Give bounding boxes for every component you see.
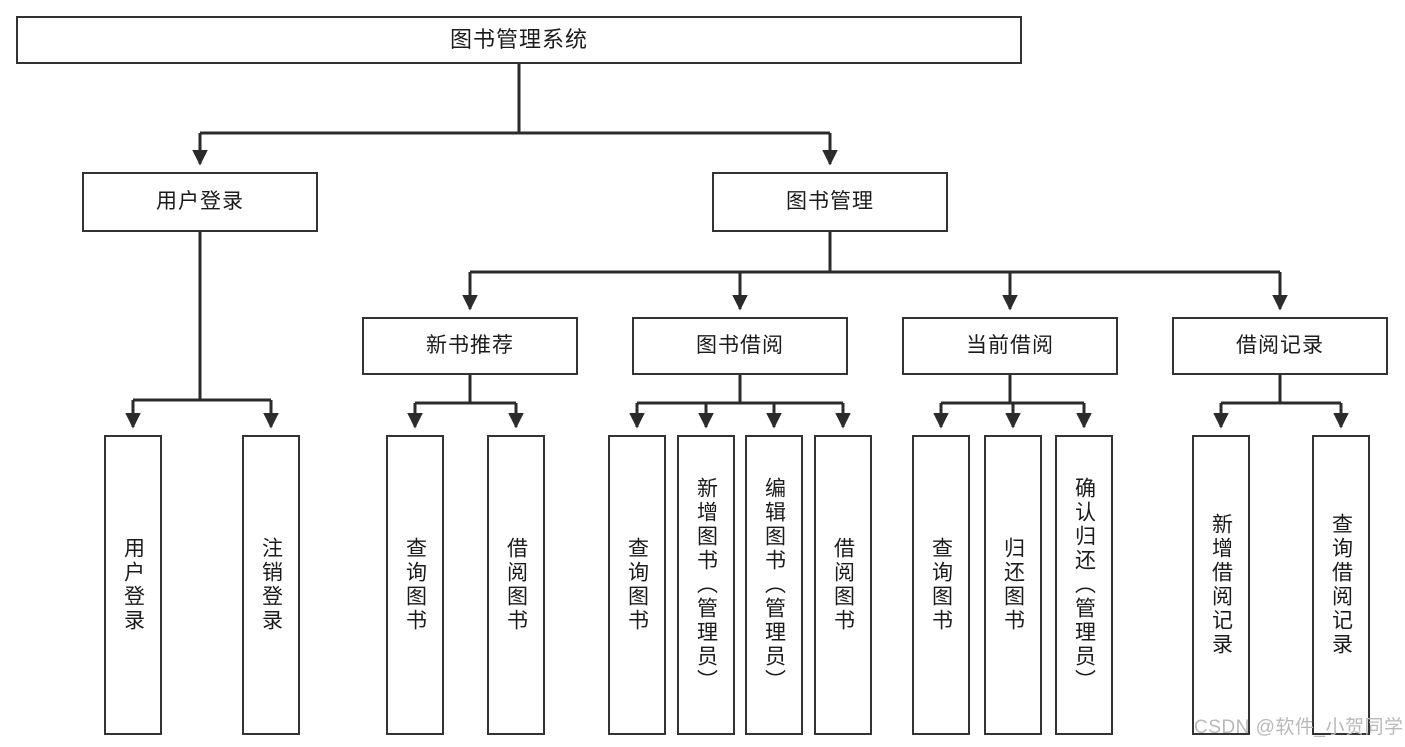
node-user-login-label: 用户登录 [156,189,244,213]
node-leaf-logout[interactable]: 注销登录 [242,435,300,735]
node-leaf-query-book-recommend-label: 查询图书 [403,537,427,633]
node-book-manage[interactable]: 图书管理 [712,172,948,232]
node-leaf-confirm-return-label: 确认归还（管理员） [1072,477,1096,693]
node-borrow-record-label: 借阅记录 [1236,333,1324,357]
node-current-borrow-label: 当前借阅 [966,333,1054,357]
node-leaf-borrow-book[interactable]: 借阅图书 [814,435,872,735]
node-leaf-query-book-recommend[interactable]: 查询图书 [386,435,444,735]
node-leaf-edit-book-label: 编辑图书（管理员） [762,477,786,693]
node-book-manage-label: 图书管理 [786,189,874,213]
node-book-borrow-label: 图书借阅 [696,333,784,357]
node-leaf-borrow-book-label: 借阅图书 [831,537,855,633]
node-leaf-confirm-return[interactable]: 确认归还（管理员） [1055,435,1113,735]
node-borrow-record[interactable]: 借阅记录 [1172,317,1388,375]
node-leaf-edit-book[interactable]: 编辑图书（管理员） [745,435,803,735]
node-leaf-return-book[interactable]: 归还图书 [984,435,1042,735]
node-new-book-recommend[interactable]: 新书推荐 [362,317,578,375]
node-root[interactable]: 图书管理系统 [16,16,1022,64]
node-new-book-recommend-label: 新书推荐 [426,333,514,357]
node-leaf-borrow-book-recommend[interactable]: 借阅图书 [487,435,545,735]
node-leaf-add-borrow-record[interactable]: 新增借阅记录 [1192,435,1250,735]
node-root-label: 图书管理系统 [449,27,588,53]
node-current-borrow[interactable]: 当前借阅 [902,317,1118,375]
node-leaf-query-book-current[interactable]: 查询图书 [912,435,970,735]
node-leaf-logout-label: 注销登录 [259,537,283,633]
node-leaf-add-book-label: 新增图书（管理员） [694,477,718,693]
node-leaf-user-login[interactable]: 用户登录 [104,435,162,735]
node-leaf-query-book-borrow-label: 查询图书 [625,537,649,633]
watermark: CSDN @软件_小贺同学 [1194,717,1404,738]
node-leaf-query-book-current-label: 查询图书 [929,537,953,633]
node-leaf-add-borrow-record-label: 新增借阅记录 [1209,513,1233,657]
node-leaf-query-borrow-record-label: 查询借阅记录 [1329,513,1353,657]
node-leaf-add-book[interactable]: 新增图书（管理员） [677,435,735,735]
node-leaf-borrow-book-recommend-label: 借阅图书 [504,537,528,633]
node-book-borrow[interactable]: 图书借阅 [632,317,848,375]
node-leaf-user-login-label: 用户登录 [121,537,145,633]
node-user-login[interactable]: 用户登录 [82,172,318,232]
node-leaf-query-book-borrow[interactable]: 查询图书 [608,435,666,735]
node-leaf-query-borrow-record[interactable]: 查询借阅记录 [1312,435,1370,735]
node-leaf-return-book-label: 归还图书 [1001,537,1025,633]
